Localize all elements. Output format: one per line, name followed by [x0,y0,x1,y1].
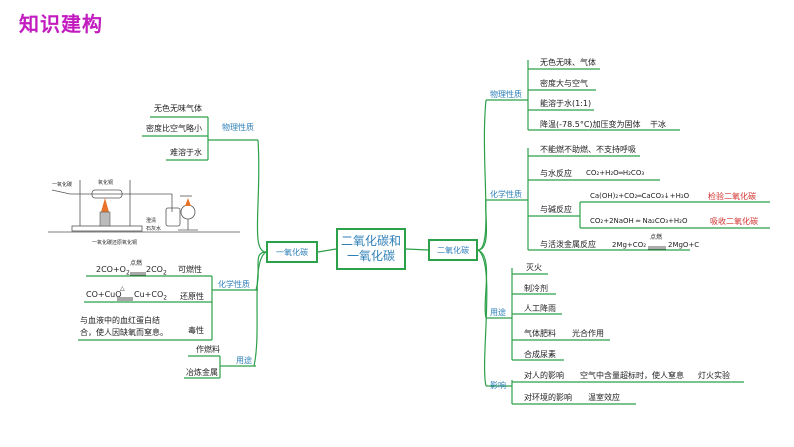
co-physical-item-2: 密度比空气略小 [146,124,202,133]
co2-chem-item-1: 不能燃不助燃、不支持呼吸 [540,145,636,154]
central-topic-line2: 一氧化碳 [346,249,395,263]
co2-chem-item-4: 与活泼金属反应 [540,240,596,249]
co2-alkali-note2: 吸收二氧化碳 [710,217,758,226]
co-chemical-label: 化学性质 [218,280,250,289]
co-use-1: 作燃料 [196,345,220,354]
co-eq2-right: Cu+CO2 [134,290,168,302]
co2-impact-human: 对人的影响 [524,371,564,380]
co2-impact-human-detail: 空气中含量超标时，使人窒息 [580,371,684,380]
apparatus-drawing [48,180,240,233]
co-toxic-line1: 与血液中的血红蛋白结 [80,316,160,325]
co2-impact-human-exp: 灯火实验 [698,371,730,380]
central-topic-line1: 二氧化碳和 [340,234,401,248]
co-use-2: 冶炼金属 [186,368,218,377]
co2-physical-item-1: 无色无味、气体 [540,58,596,67]
co2-chemical-label: 化学性质 [490,190,522,199]
co2-node: 二氧化碳 [428,239,478,261]
co-eq2-condition: △ [120,285,125,292]
co2-water-eq: CO₂+H₂O═H₂CO₃ [586,169,645,177]
co2-physical-item-2: 密度大与空气 [540,79,588,88]
page-title: 知识建构 [19,12,103,36]
co2-use-5: 合成尿素 [524,350,556,359]
co2-physical-item-3: 能溶于水(1:1) [540,99,592,108]
co-physical-label: 物理性质 [222,123,254,132]
co2-metal-eq-left: 2Mg+CO₂ [612,241,647,249]
co2-use-2: 制冷剂 [524,284,548,293]
co2-impact-env: 对环境的影响 [524,393,572,402]
co2-chem-item-2: 与水反应 [540,169,572,178]
co-eq1-right: 2CO2 [146,265,167,277]
co2-use-3: 人工降雨 [524,304,556,313]
apparatus-limewater-label-2: 石灰水 [146,226,162,232]
central-topic: 二氧化碳和 一氧化碳 [336,228,406,270]
apparatus-caption: 一氧化碳还原氧化铜 [92,240,138,246]
co2-use-4: 气体肥料 [524,329,556,338]
co2-dry-ice: 干冰 [650,120,666,129]
co-uses-label: 用途 [236,356,252,365]
co-eq2-property: 还原性 [180,292,204,301]
co2-physical-label: 物理性质 [490,90,522,99]
co-eq1-left: 2CO+O2 [96,265,130,277]
co2-use-1: 灭火 [526,263,542,272]
co2-impact-label: 影响 [490,381,506,390]
co2-physical-item-4: 降温(-78.5°C)加压变为固体 [540,120,641,129]
co-node: 一氧化碳 [266,241,318,263]
co2-metal-condition: 点燃 [650,234,663,241]
co2-photosynthesis: 光合作用 [572,329,604,338]
co2-alkali-eq2: CO₂+2NaOH ═ Na₂CO₃+H₂O [590,217,688,225]
co-eq2-left: CO+CuO [86,290,122,299]
co-eq1-property: 可燃性 [178,265,202,274]
co2-alkali-note1: 检验二氧化碳 [708,192,756,201]
apparatus-co-label: 一氧化碳 [52,182,73,188]
apparatus-cuo-label: 氧化铜 [98,180,114,186]
co2-metal-eq-right: 2MgO+C [668,241,700,249]
apparatus-limewater-label-1: 澄清 [146,218,157,224]
co2-impact-env-detail: 温室效应 [588,393,620,402]
co-eq1-condition: 点燃 [130,260,143,267]
co2-alkali-eq1: Ca(OH)₂+CO₂═CaCO₃↓+H₂O [590,192,690,200]
co-physical-item-3: 难溶于水 [170,148,202,157]
co-physical-item-1: 无色无味气体 [154,104,202,113]
co2-chem-item-3: 与碱反应 [540,205,572,214]
co-toxic-line2: 合，使人因缺氧而窒息。 [80,328,168,337]
co2-uses-label: 用途 [490,308,506,317]
co-toxic-property: 毒性 [188,326,204,335]
